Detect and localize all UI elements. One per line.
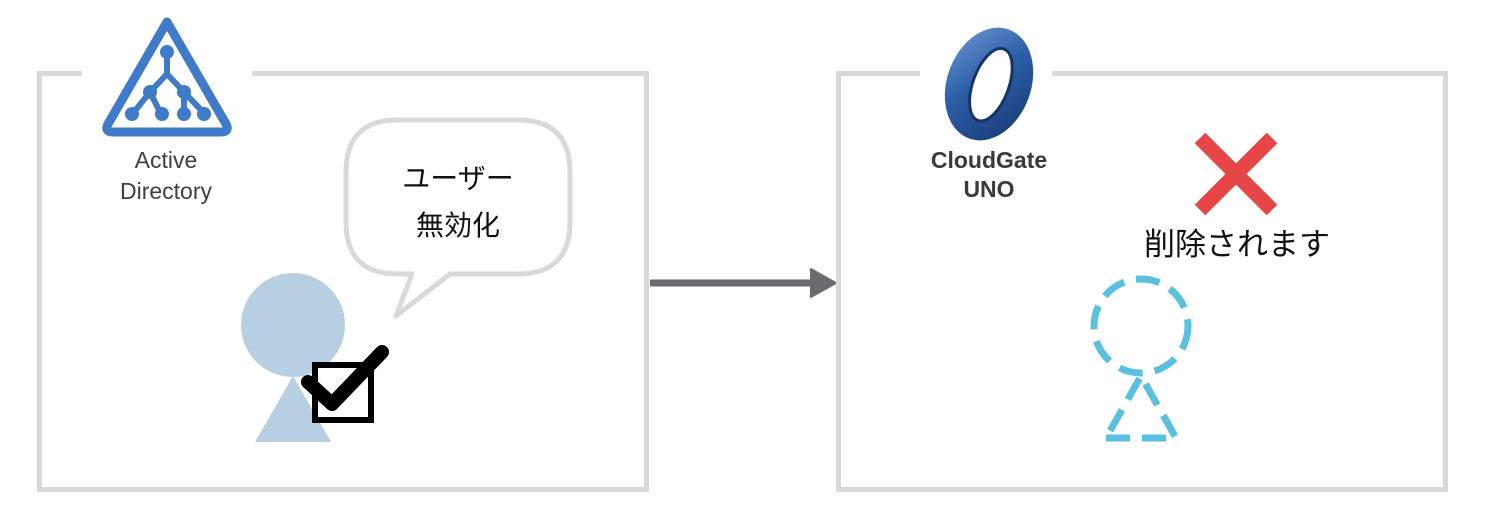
cloudgate-label: CloudGate UNO [903, 146, 1075, 204]
deleted-user-head [1090, 275, 1192, 377]
bubble-line2: 無効化 [415, 209, 500, 242]
deleted-user-body [1100, 368, 1182, 442]
cg-label-line2: UNO [963, 176, 1015, 202]
ad-label-line2: Directory [119, 178, 212, 204]
red-x-icon [1194, 132, 1278, 216]
bubble-line1: ユーザー [402, 162, 514, 195]
bubble-text: ユーザー 無効化 [378, 155, 538, 249]
cg-label-line1: CloudGate [930, 147, 1048, 173]
active-directory-panel [37, 71, 649, 492]
sync-arrow [650, 267, 837, 299]
checkbox-checked-icon [301, 345, 389, 423]
speech-bubble [343, 117, 573, 319]
user-body [255, 376, 331, 442]
ad-label-line1: Active [134, 147, 198, 173]
cloudgate-panel [836, 71, 1448, 492]
delete-status-text: 削除されます [1144, 227, 1330, 263]
cloudgate-ring-icon [944, 27, 1034, 141]
user-head [241, 273, 345, 377]
deleted-user-figure [1090, 275, 1192, 442]
active-directory-label: Active Directory [86, 145, 246, 207]
disabled-user-figure [241, 273, 389, 442]
active-directory-icon [102, 17, 232, 137]
